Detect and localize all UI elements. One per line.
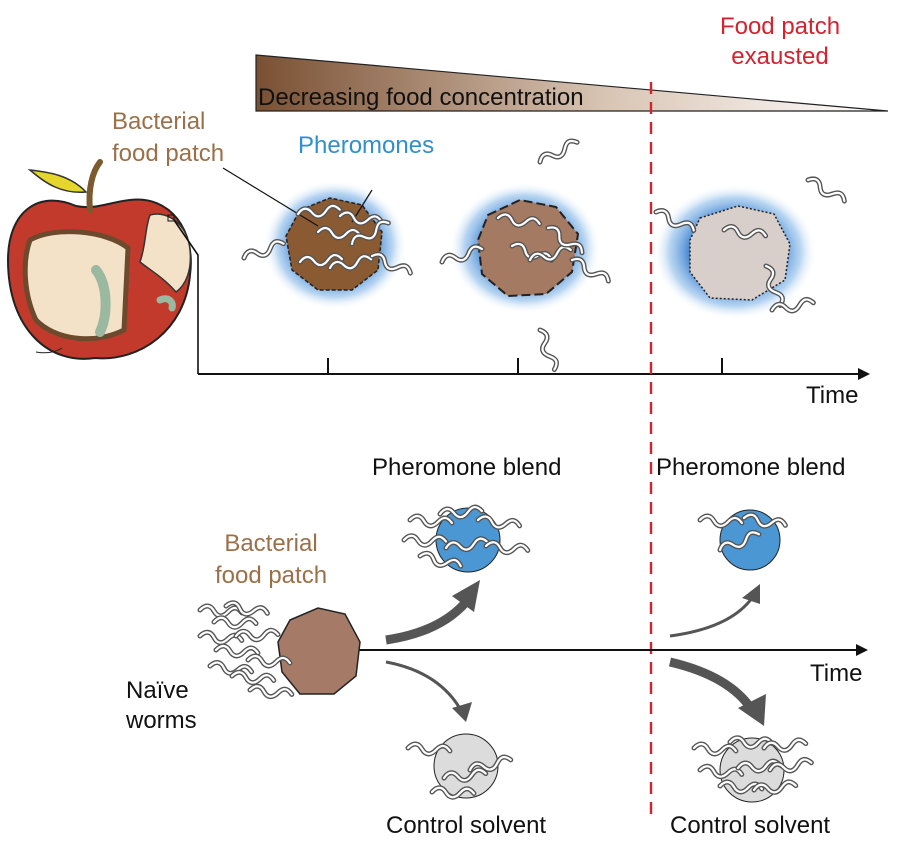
exhausted-label-line2: exausted — [731, 43, 829, 70]
top-bacterial-line1: Bacterial — [112, 108, 206, 135]
gradient-label: Decreasing food concentration — [258, 84, 584, 111]
zoom-marker — [167, 214, 175, 222]
blend-left-label: Pheromone blend — [372, 454, 562, 481]
top-bacterial-line2: food patch — [112, 140, 225, 167]
top-bacterial-label: Bacterial food patch — [112, 106, 224, 170]
naive-worms-label: Naïve worms — [126, 676, 197, 736]
apple-icon — [6, 159, 192, 360]
control-left-label: Control solvent — [386, 812, 547, 839]
exhausted-label: Food patch exausted — [690, 12, 870, 72]
naive-line1: Naïve — [126, 677, 189, 704]
control-right-worms — [694, 738, 812, 795]
bacterial-leader — [222, 167, 319, 227]
zoom-line — [173, 219, 199, 374]
naive-worms — [200, 602, 293, 699]
bottom-bacterial-patch — [277, 607, 361, 695]
bottom-bacterial-label: Bacterial food patch — [196, 528, 346, 592]
control-right-label: Control solvent — [670, 812, 831, 839]
blend-right-label: Pheromone blend — [656, 454, 846, 481]
arrow-icon — [385, 580, 766, 726]
naive-line2: worms — [126, 707, 197, 734]
bottom-bacterial-line1: Bacterial — [224, 530, 318, 557]
exhausted-label-line1: Food patch — [719, 13, 841, 40]
top-time-label: Time — [806, 382, 859, 409]
patch-empty — [653, 184, 817, 320]
bottom-bacterial-line2: food patch — [214, 562, 328, 589]
bottom-time-label: Time — [810, 660, 863, 687]
pheromones-label: Pheromones — [298, 132, 435, 159]
food-gradient-triangle — [255, 54, 889, 112]
